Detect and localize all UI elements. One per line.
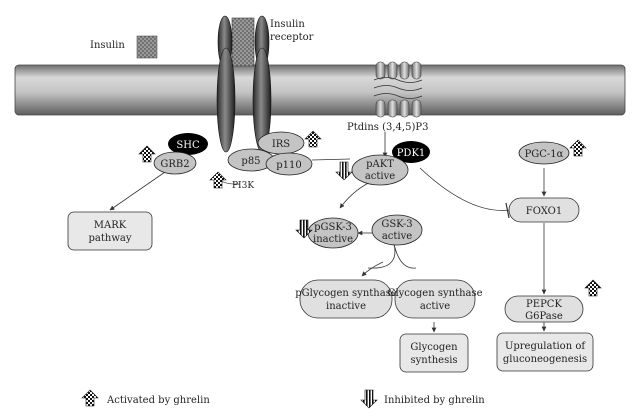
glycogen-synth-label-1: Glycogen: [410, 342, 458, 353]
pakt-label-1: pAKT: [366, 159, 394, 170]
grb2-to-mark-arrow: [109, 169, 169, 211]
foxo1-label: FOXO1: [526, 206, 562, 217]
legend-inhibited-icon: [360, 389, 378, 409]
legend-inhibited-label: Inhibited by ghrelin: [384, 395, 485, 406]
pi3k-label: PI3K: [232, 181, 254, 191]
bound-insulin: [231, 17, 255, 67]
activated-marker-grb2: [138, 145, 156, 163]
irs-label: IRS: [272, 139, 290, 150]
p85-label: p85: [241, 156, 260, 167]
activated-marker-pi3k: [209, 171, 227, 189]
grb2-node: [153, 151, 197, 175]
pi3k-to-pakt-line: [311, 158, 351, 161]
pepck-label-1: PEPCK: [526, 299, 562, 310]
shc-node: [168, 133, 208, 155]
pgc1a-label: PGC-1α: [525, 149, 564, 160]
gsk3-branch: [367, 243, 417, 269]
gsk3-node: [371, 214, 423, 246]
upregulation-box: [496, 332, 594, 372]
glycogen-synth-label-2: synthesis: [410, 355, 457, 366]
receptor-label-1: Insulin: [270, 19, 305, 30]
ptdins-label: Ptdins (3,4,5)P3: [347, 122, 428, 133]
activated-marker-pepck: [584, 279, 602, 297]
upregulation-label-1: Upregulation of: [505, 341, 586, 352]
legend-activated-icon: [81, 389, 99, 407]
pepck-label-2: G6Pase: [525, 311, 563, 322]
mark-label-1: MARK: [94, 220, 127, 231]
pglycogen-label-2: inactive: [326, 301, 366, 312]
membrane-cylinders: [373, 61, 423, 118]
legend-activated-label: Activated by ghrelin: [106, 395, 210, 406]
insulin-label: Insulin: [90, 40, 125, 51]
p110-label: p110: [276, 160, 302, 171]
pglycogen-synthase-node: [299, 279, 393, 319]
gsk3-label-2: active: [382, 231, 412, 242]
pakt-node: [351, 154, 409, 186]
cell-membrane: [14, 64, 626, 116]
foxo1-inhibit-bar: [505, 202, 510, 219]
pakt-to-foxo1-inhibit: [419, 167, 511, 211]
grb2-label: GRB2: [160, 159, 189, 170]
mark-pathway-box: [67, 211, 153, 251]
p110-node: [265, 152, 313, 176]
glycogen-synthesis-box: [399, 333, 469, 373]
pakt-label-2: active: [365, 171, 395, 182]
gsk3-label-1: GSK-3: [381, 219, 412, 230]
inhibited-marker-pgsk3: [295, 219, 313, 239]
foxo1-node: [508, 197, 580, 223]
glycogen-active-label-2: active: [420, 301, 450, 312]
pglycogen-label-1: pGlycogen synthase: [295, 288, 397, 299]
glycogen-synthase-node: [394, 279, 476, 319]
activated-marker-irs: [304, 130, 322, 148]
upregulation-label-2: gluconeogenesis: [503, 354, 587, 365]
activated-marker-pgc1a: [569, 139, 587, 157]
pgsk3-label-1: pGSK-3: [314, 222, 352, 233]
pgc1a-node: [518, 141, 570, 165]
mark-label-2: pathway: [89, 233, 132, 244]
pdk1-label: PDK1: [397, 148, 426, 159]
pepck-node: [504, 295, 584, 323]
pdk1-node: [392, 141, 430, 163]
insulin-molecule: [136, 35, 158, 59]
glycogen-active-label-1: Glycogen synthase: [387, 288, 482, 299]
receptor-label-2: receptor: [270, 32, 314, 43]
inhibited-marker-pakt: [335, 161, 353, 181]
pgsk3-label-2: inactive: [313, 234, 353, 245]
gsk3-to-pglycogen-arrow: [361, 261, 384, 277]
shc-label: SHC: [176, 140, 200, 151]
receptor-beta-left: [216, 47, 236, 153]
